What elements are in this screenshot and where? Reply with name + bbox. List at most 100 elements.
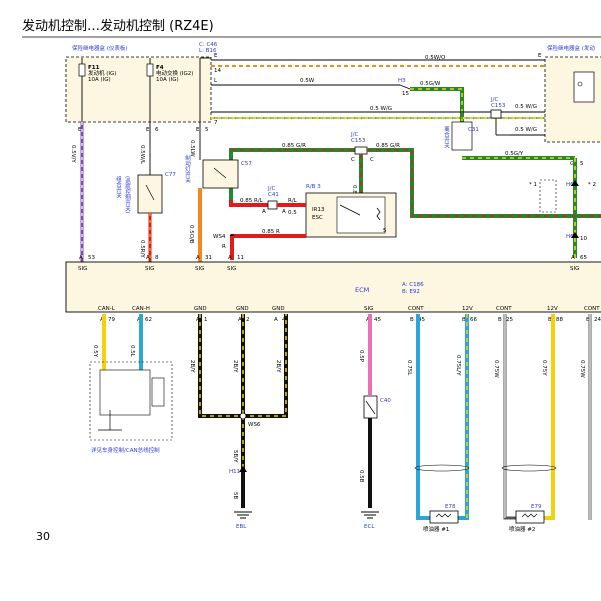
svg-text:25: 25 (506, 317, 513, 323)
svg-text:15: 15 (402, 91, 409, 97)
svg-text:0.5W/O: 0.5W/O (425, 55, 446, 61)
svg-text:0.5B: 0.5B (358, 470, 364, 483)
svg-text:45: 45 (418, 317, 425, 323)
svg-text:0.5R/Y: 0.5R/Y (139, 240, 145, 258)
page-number: 30 (36, 530, 50, 543)
svg-text:66: 66 (470, 317, 477, 323)
svg-text:H11: H11 (229, 469, 240, 475)
svg-text:C41: C41 (268, 192, 279, 198)
svg-text:2B/Y: 2B/Y (232, 360, 238, 373)
fuse-box-conn-b: L: B16 (199, 48, 217, 54)
ground-harness: 2B/Y 2B/Y 2B/Y WS6 5B/Y H11 5B EBL (189, 314, 288, 530)
svg-text:SIG: SIG (227, 266, 236, 272)
svg-text:C153: C153 (491, 103, 506, 109)
svg-text:A: A (571, 255, 575, 261)
svg-text:5B: 5B (232, 492, 238, 499)
svg-text:WS4: WS4 (213, 234, 226, 240)
svg-text:A: A (146, 255, 150, 261)
fuse-f11: F11 发动机 (IG) 10A (IG) (78, 58, 116, 100)
svg-text:0.5L: 0.5L (129, 345, 135, 358)
svg-text:C153: C153 (351, 138, 366, 144)
svg-text:0.5: 0.5 (288, 210, 297, 216)
svg-text:CONT: CONT (408, 306, 424, 312)
svg-text:E78: E78 (445, 504, 456, 510)
svg-text:12V: 12V (462, 306, 473, 312)
svg-text:H6: H6 (566, 234, 574, 240)
svg-text:10: 10 (580, 236, 587, 242)
svg-text:SIG: SIG (570, 266, 579, 272)
svg-text:11: 11 (237, 255, 244, 261)
svg-text:F11: F11 (88, 65, 100, 71)
combo-switch (137, 174, 163, 214)
svg-text:A: A (79, 255, 83, 261)
jc-c153-mid (354, 146, 368, 155)
svg-text:B: B (462, 317, 466, 323)
svg-text:A: C186: A: C186 (402, 282, 424, 288)
svg-text:R/B 3: R/B 3 (306, 184, 321, 190)
svg-text:A: A (228, 255, 232, 261)
jc-c153-right (490, 109, 502, 119)
svg-text:CAN-H: CAN-H (132, 306, 150, 312)
svg-text:J/C: J/C (350, 132, 358, 138)
injector-2-circuit: 0.75W 0.75Y E79 喷油器 #2 (493, 314, 557, 533)
svg-text:C: C (370, 157, 374, 163)
svg-text:H6: H6 (566, 182, 574, 188)
svg-text:A: A (282, 209, 286, 215)
svg-text:L: L (214, 78, 218, 84)
svg-text:E79: E79 (531, 504, 542, 510)
svg-text:R: R (222, 244, 226, 250)
can-module-box (89, 361, 173, 441)
svg-text:H3: H3 (398, 78, 406, 84)
brake-switch (202, 159, 239, 189)
clutch-switch (451, 121, 473, 151)
svg-text:0.5LW: 0.5LW (189, 140, 195, 157)
svg-text:31: 31 (205, 255, 212, 261)
fuse-box-right-title: 保险继电器盒 (发动 (547, 44, 595, 52)
svg-text:* 1: * 1 (529, 182, 537, 188)
fuse-box-left-title: 保险继电器盒 (仪表板) (72, 44, 128, 52)
svg-text:A: A (262, 209, 266, 215)
svg-text:0.85 G/R: 0.85 G/R (376, 143, 400, 149)
svg-text:E: E (78, 127, 82, 133)
svg-text:5: 5 (383, 228, 387, 234)
svg-text:CONT: CONT (496, 306, 512, 312)
svg-text:1: 1 (204, 317, 208, 323)
svg-text:12V: 12V (547, 306, 558, 312)
svg-text:ECL: ECL (364, 524, 375, 530)
svg-text:电动交换 (IG2): 电动交换 (IG2) (156, 69, 193, 77)
svg-text:EBL: EBL (236, 524, 247, 530)
can-module-label: 详见车身控制/CAN总线控制 (91, 446, 160, 454)
svg-text:53: 53 (88, 255, 95, 261)
svg-text:0.85 R/L: 0.85 R/L (240, 198, 264, 204)
svg-text:C57: C57 (241, 161, 252, 167)
svg-text:B: B (498, 317, 502, 323)
svg-text:0.75W: 0.75W (493, 360, 499, 378)
svg-text:79: 79 (108, 317, 115, 323)
svg-text:A: A (196, 255, 200, 261)
fuse-f4: F4 电动交换 (IG2) 10A (IG) (146, 58, 193, 100)
svg-text:* 2: * 2 (588, 182, 596, 188)
svg-text:0.5 W/G: 0.5 W/G (515, 127, 537, 133)
svg-text:C77: C77 (165, 172, 176, 178)
svg-text:0.5 W/G: 0.5 W/G (370, 106, 392, 112)
svg-text:0.85 R: 0.85 R (262, 229, 280, 235)
svg-text:发动机 (IG): 发动机 (IG) (88, 69, 116, 77)
svg-text:B: E92: B: E92 (402, 289, 420, 295)
svg-text:(巡航控制开关): (巡航控制开关) (124, 176, 131, 213)
svg-text:喷油器 #1: 喷油器 #1 (423, 525, 449, 533)
svg-text:88: 88 (556, 317, 563, 323)
svg-text:10A (IG): 10A (IG) (88, 77, 111, 83)
svg-text:2: 2 (246, 317, 250, 323)
svg-text:0.75L: 0.75L (406, 360, 412, 376)
svg-text:A: A (274, 317, 278, 323)
svg-text:SIG: SIG (195, 266, 204, 272)
svg-text:CONT: CONT (584, 306, 600, 312)
svg-text:喷油器 #2: 喷油器 #2 (509, 525, 535, 533)
svg-text:R/L: R/L (288, 198, 298, 204)
svg-text:F4: F4 (156, 65, 164, 71)
svg-text:0.5G/W: 0.5G/W (420, 81, 441, 87)
svg-text:E: E (196, 127, 200, 133)
svg-text:0.5V/Y: 0.5V/Y (70, 145, 76, 163)
svg-text:B: B (410, 317, 414, 323)
